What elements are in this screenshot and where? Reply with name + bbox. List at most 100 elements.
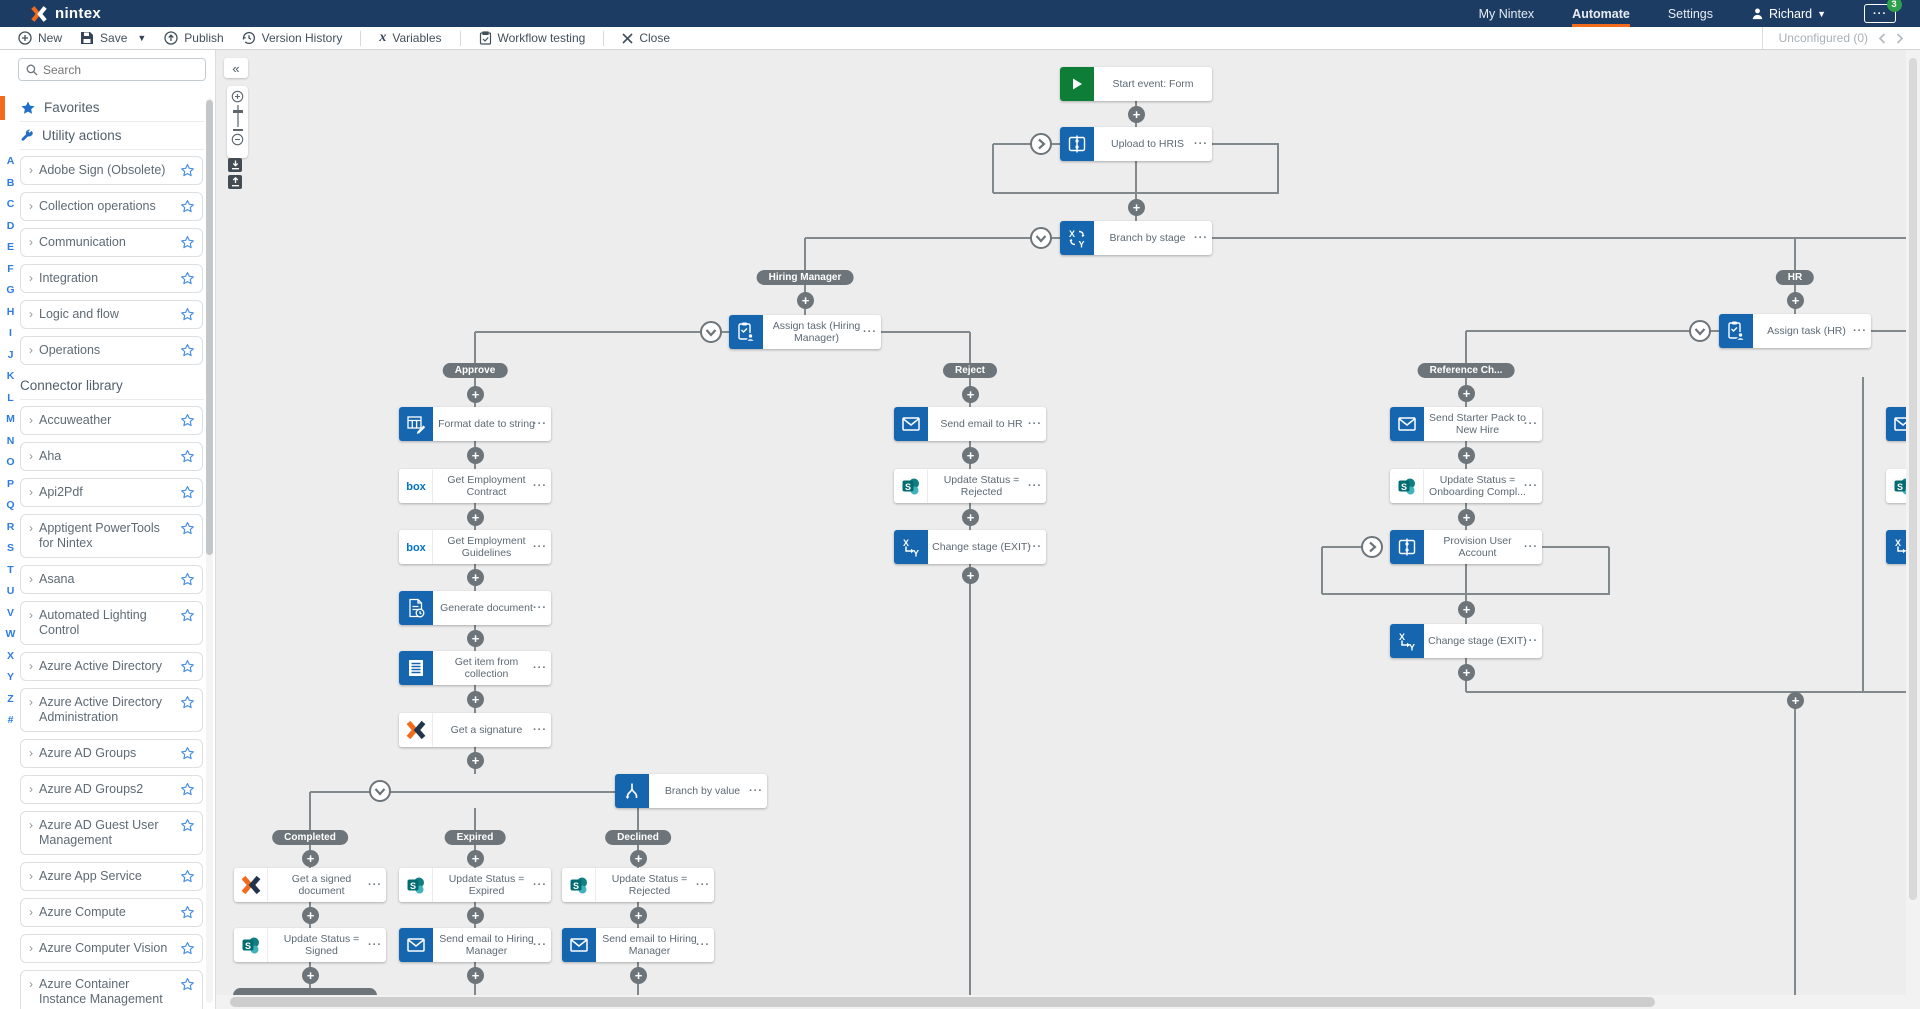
workflow-node[interactable]: Get a signature [399, 713, 551, 747]
close-button[interactable]: Close [622, 31, 670, 45]
branch-pill[interactable]: Declined [605, 830, 671, 845]
import-workflow-button[interactable] [228, 158, 242, 172]
node-menu-button[interactable] [533, 480, 547, 492]
branch-pill[interactable]: Reference Ch... [1417, 363, 1515, 378]
node-menu-button[interactable] [1194, 138, 1208, 150]
add-action-button[interactable] [962, 447, 979, 464]
node-menu-button[interactable] [1524, 541, 1538, 553]
workflow-testing-button[interactable]: Workflow testing [479, 31, 585, 45]
workflow-node[interactable]: Upload to HRIS [1060, 127, 1212, 161]
letter-index[interactable]: O [6, 456, 15, 468]
node-menu-button[interactable] [1524, 480, 1538, 492]
sidebar-item-azure-ad-groups[interactable]: ›Azure AD Groups [20, 739, 203, 768]
workflow-node[interactable]: Get item from collection [399, 651, 551, 685]
sidebar-item-azure-ad-admin[interactable]: ›Azure Active Directory Administration [20, 688, 203, 732]
expand-chevron-right[interactable] [1030, 133, 1052, 155]
vertical-scrollbar-thumb[interactable] [1909, 58, 1917, 900]
star-outline-icon[interactable] [180, 782, 195, 797]
workflow-node[interactable]: Send email to HR [894, 407, 1046, 441]
version-history-button[interactable]: Version History [242, 31, 342, 45]
node-menu-button[interactable] [1194, 232, 1208, 244]
add-action-button[interactable] [1458, 509, 1475, 526]
add-action-button[interactable] [467, 447, 484, 464]
workflow-node[interactable]: Assign task (HR) [1719, 314, 1871, 348]
sidebar-item-asana[interactable]: ›Asana [20, 565, 203, 594]
node-menu-button[interactable] [1028, 480, 1042, 492]
add-action-button[interactable] [467, 850, 484, 867]
workflow-node[interactable]: Assign task (Hiring Manager) [729, 315, 881, 349]
nav-settings[interactable]: Settings [1667, 6, 1713, 21]
branch-pill[interactable]: Hiring Manager [756, 270, 854, 285]
add-action-button[interactable] [467, 967, 484, 984]
letter-index[interactable]: B [6, 176, 15, 189]
sidebar-item-collection-operations[interactable]: ›Collection operations [20, 192, 203, 221]
letter-index[interactable]: T [7, 563, 14, 576]
workflow-node[interactable]: Format date to string [399, 407, 551, 441]
add-action-button[interactable] [467, 386, 484, 403]
letter-index[interactable]: K [6, 370, 15, 382]
star-outline-icon[interactable] [180, 818, 195, 833]
letter-index[interactable]: U [6, 585, 15, 597]
star-outline-icon[interactable] [180, 235, 195, 250]
save-dropdown-button[interactable]: ▼ [137, 33, 147, 43]
add-action-button[interactable] [630, 850, 647, 867]
export-workflow-button[interactable] [228, 175, 242, 189]
more-apps-button[interactable]: ··· 3 [1864, 0, 1902, 23]
node-menu-button[interactable] [1028, 541, 1042, 553]
add-action-button[interactable] [302, 967, 319, 984]
star-outline-icon[interactable] [180, 413, 195, 428]
letter-index[interactable]: Q [6, 499, 15, 511]
node-menu-button[interactable] [533, 541, 547, 553]
node-menu-button[interactable] [533, 879, 547, 891]
star-outline-icon[interactable] [180, 485, 195, 500]
letter-index[interactable]: C [6, 198, 15, 210]
letter-index[interactable]: J [7, 348, 14, 361]
add-action-button[interactable] [467, 630, 484, 647]
add-action-button[interactable] [962, 386, 979, 403]
letter-index[interactable]: S [6, 542, 14, 554]
node-menu-button[interactable] [533, 939, 547, 951]
branch-pill[interactable]: Completed [272, 830, 348, 845]
letter-index[interactable]: M [6, 413, 15, 425]
letter-index[interactable]: # [7, 714, 14, 726]
letter-index[interactable]: G [6, 284, 15, 296]
star-outline-icon[interactable] [180, 271, 195, 286]
workflow-canvas[interactable]: Hiring Manager HR Approve Reject Referen… [216, 50, 1920, 1009]
nav-my-nintex[interactable]: My Nintex [1478, 6, 1535, 21]
workflow-node[interactable]: S Update Status = Rejected [894, 469, 1046, 503]
letter-index[interactable]: Z [7, 692, 14, 705]
workflow-node[interactable]: S Update Status = Signed [234, 928, 386, 962]
add-action-button[interactable] [467, 907, 484, 924]
add-action-button[interactable] [302, 850, 319, 867]
letter-index[interactable]: D [6, 219, 15, 232]
star-outline-icon[interactable] [180, 307, 195, 322]
sidebar-item-apptigent[interactable]: ›Apptigent PowerTools for Nintex [20, 514, 203, 558]
utility-actions-header[interactable]: Utility actions [20, 122, 204, 150]
sidebar-item-api2pdf[interactable]: ›Api2Pdf [20, 478, 203, 507]
sidebar-item-azure-ad[interactable]: ›Azure Active Directory [20, 652, 203, 681]
letter-index[interactable]: Y [6, 671, 14, 683]
sidebar-item-azure-compute[interactable]: ›Azure Compute [20, 898, 203, 927]
letter-index[interactable]: X [6, 649, 14, 662]
node-menu-button[interactable] [533, 418, 547, 430]
sidebar-item-azure-ad-guest[interactable]: ›Azure AD Guest User Management [20, 811, 203, 855]
sidebar-item-aha[interactable]: ›Aha [20, 442, 203, 471]
collapse-chevron-down[interactable] [1689, 320, 1711, 342]
add-action-button[interactable] [630, 967, 647, 984]
chevron-left-icon[interactable] [1878, 32, 1886, 44]
add-action-button[interactable] [467, 509, 484, 526]
publish-button[interactable]: Publish [164, 31, 224, 45]
expand-chevron-right[interactable] [1361, 536, 1383, 558]
sidebar-item-azure-ad-groups2[interactable]: ›Azure AD Groups2 [20, 775, 203, 804]
node-menu-button[interactable] [1028, 418, 1042, 430]
letter-index[interactable]: P [6, 477, 14, 490]
search-box[interactable] [18, 58, 206, 81]
star-outline-icon[interactable] [180, 869, 195, 884]
letter-index[interactable]: L [7, 391, 14, 404]
workflow-node-start[interactable]: Start event: Form [1060, 67, 1212, 101]
star-outline-icon[interactable] [180, 572, 195, 587]
sidebar-item-accuweather[interactable]: ›Accuweather [20, 406, 203, 435]
add-action-button[interactable] [1128, 106, 1145, 123]
